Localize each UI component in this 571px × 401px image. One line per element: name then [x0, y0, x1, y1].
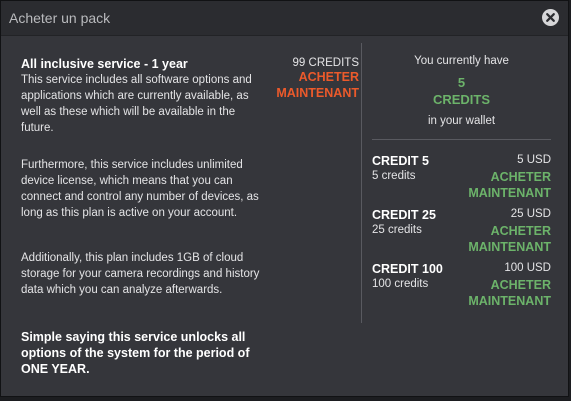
package-credits: 100 credits: [372, 278, 429, 290]
package-credit-25: CREDIT 25 25 credits 25 USD ACHETER MAIN…: [372, 208, 551, 256]
plan-buy-button[interactable]: ACHETER MAINTENANT: [276, 69, 359, 101]
package-buy-label-line2[interactable]: MAINTENANT: [468, 186, 551, 200]
package-buy-label-line2[interactable]: MAINTENANT: [468, 294, 551, 308]
package-buy-label-line1[interactable]: ACHETER: [490, 278, 551, 292]
package-name: CREDIT 25: [372, 208, 436, 222]
package-credit-5: CREDIT 5 5 credits 5 USD ACHETER MAINTEN…: [372, 154, 551, 202]
package-buy-button[interactable]: ACHETER MAINTENANT: [468, 277, 551, 309]
plan-buy-label-line2[interactable]: MAINTENANT: [276, 86, 359, 100]
vertical-divider: [361, 43, 362, 323]
package-buy-label-line1[interactable]: ACHETER: [490, 224, 551, 238]
wallet-label-top: You currently have: [414, 55, 509, 67]
wallet-label-bottom: in your wallet: [427, 115, 496, 127]
package-price: 100 USD: [504, 262, 551, 274]
wallet-unit: CREDITS: [432, 92, 491, 107]
plan-title: All inclusive service - 1 year: [21, 57, 188, 71]
plan-price: 99 CREDITS: [292, 57, 359, 69]
package-credits: 25 credits: [372, 224, 422, 236]
wallet-amount: 5: [457, 75, 466, 90]
package-name: CREDIT 100: [372, 262, 443, 276]
plan-summary: Simple saying this service unlocks all o…: [21, 330, 250, 376]
package-name: CREDIT 5: [372, 154, 429, 168]
plan-paragraph-1: This service includes all software optio…: [21, 74, 252, 134]
plan-buy-label-line1[interactable]: ACHETER: [298, 70, 359, 84]
package-credits: 5 credits: [372, 170, 416, 182]
package-price: 5 USD: [517, 154, 551, 166]
horizontal-divider: [372, 139, 551, 140]
dialog-title: Acheter un pack: [9, 10, 111, 26]
package-buy-button[interactable]: ACHETER MAINTENANT: [468, 169, 551, 201]
dialog-titlebar: Acheter un pack: [1, 1, 568, 36]
plan-price-block: 99 CREDITS ACHETER MAINTENANT: [276, 57, 359, 101]
plan-paragraph-2: Furthermore, this service includes unlim…: [21, 159, 259, 219]
plan-paragraph-3: Additionally, this plan includes 1GB of …: [21, 252, 260, 296]
package-buy-label-line2[interactable]: MAINTENANT: [468, 240, 551, 254]
package-buy-label-line1[interactable]: ACHETER: [490, 170, 551, 184]
package-price: 25 USD: [510, 208, 551, 220]
close-icon[interactable]: [542, 9, 559, 26]
package-credit-100: CREDIT 100 100 credits 100 USD ACHETER M…: [372, 262, 551, 310]
package-buy-button[interactable]: ACHETER MAINTENANT: [468, 223, 551, 255]
